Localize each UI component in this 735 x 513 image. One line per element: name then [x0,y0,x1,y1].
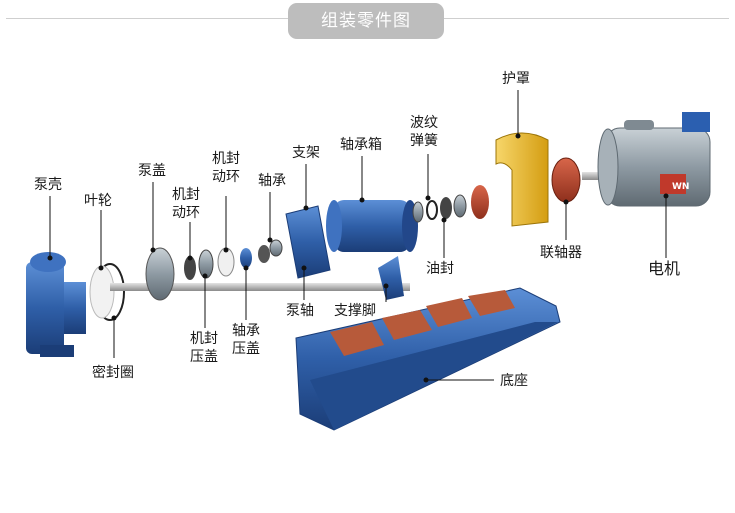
label-seal-gland-text: 机封 压盖 [190,331,218,365]
label-seal-rotor-2: 机封 动环 [212,150,252,186]
label-base: 底座 [500,373,528,389]
label-wave-spring: 波纹 弹簧 [410,114,450,150]
label-pump-cover: 泵盖 [138,163,166,179]
label-seal-rotor-1: 机封 动环 [172,186,212,222]
label-pump-casing: 泵壳 [34,177,62,193]
page-title: 组装零件图 [288,3,444,39]
bearing-box-shape [326,200,418,252]
label-seal-rotor-2-text: 机封 动环 [212,151,240,185]
header-rule-left [6,18,288,19]
label-bracket: 支架 [292,145,320,161]
label-wave-spring-text: 波纹 弹簧 [410,115,438,149]
label-bearing: 轴承 [258,173,286,189]
label-coupling: 联轴器 [540,245,582,261]
pump-casing [26,252,86,357]
label-seal-rotor-1-text: 机封 动环 [172,187,200,221]
label-seal-ring: 密封圈 [92,365,134,381]
guard-shape [495,132,549,227]
motor-badge: WN [672,182,689,192]
label-oil-seal: 油封 [426,261,454,277]
motor-shape [582,112,711,207]
label-pump-shaft: 泵轴 [286,303,314,319]
label-bearing-box: 轴承箱 [340,137,382,153]
shaft-shape [110,283,410,291]
leader-lines [49,90,667,381]
label-bearing-cover-text: 轴承 压盖 [232,323,260,357]
impeller-shape [89,265,115,319]
label-support-foot: 支撑脚 [334,303,376,319]
pump-cover-shape [145,247,175,301]
label-guard: 护罩 [502,71,530,87]
label-motor: 电机 [648,259,681,278]
bracket-shape [285,205,331,279]
support-foot-shape [378,256,404,300]
label-bearing-cover: 轴承 压盖 [232,322,272,358]
base-frame [295,287,561,431]
coupling-shape [551,157,581,203]
leader-dots [47,133,669,383]
label-impeller: 叶轮 [84,193,112,209]
header-rule-right [444,18,729,19]
label-seal-gland: 机封 压盖 [190,330,230,366]
